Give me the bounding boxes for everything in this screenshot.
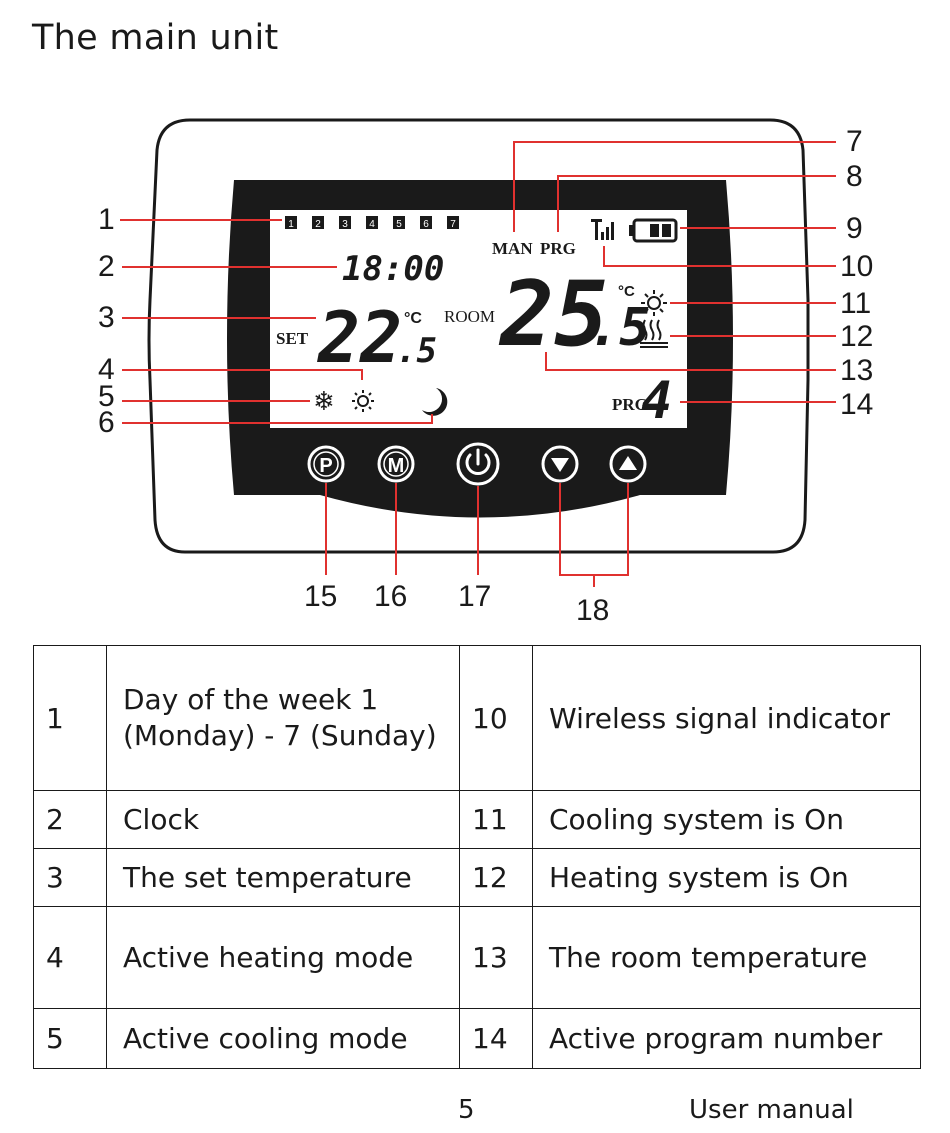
signal-icon [591, 219, 614, 240]
callout-9: 9 [846, 212, 863, 245]
table-row: 2 Clock 11 Cooling system is On [33, 790, 921, 849]
p-button-icon: P [319, 455, 332, 477]
callout-11: 11 [840, 287, 871, 320]
program-number: 4 [641, 371, 672, 431]
callout-6: 6 [98, 406, 115, 439]
legend-description: Clock [106, 790, 460, 849]
day-1: 1 [288, 219, 294, 230]
battery-icon [629, 218, 678, 243]
prg-small-label: PRG [612, 395, 648, 414]
prg-indicator: PRG [540, 239, 576, 258]
callout-numbers: 1 2 3 4 5 6 7 8 9 10 11 12 13 14 15 16 1… [98, 125, 873, 627]
legend-number: 13 [459, 906, 533, 1009]
callout-16: 16 [374, 580, 407, 613]
power-button[interactable] [456, 442, 500, 486]
thermostat-diagram: 1 2 3 4 5 6 7 MAN PRG 18:00 SET 22 .5 °C… [98, 118, 873, 627]
legend-description: Active program number [532, 1008, 921, 1069]
legend-number: 11 [459, 790, 533, 849]
callout-3: 3 [98, 301, 115, 334]
legend-number: 10 [459, 645, 533, 791]
set-label: SET [276, 329, 309, 348]
day-indicators: 1 2 3 4 5 6 7 [285, 216, 459, 230]
page-number: 5 [458, 1095, 475, 1125]
legend-description: Day of the week 1 (Monday) - 7 (Sunday) [106, 645, 460, 791]
down-arrow-icon [551, 458, 569, 472]
day-6: 6 [423, 219, 429, 230]
room-unit: °C [618, 283, 635, 300]
legend-description: Active heating mode [106, 906, 460, 1009]
callout-14: 14 [840, 388, 873, 421]
legend-number: 14 [459, 1008, 533, 1069]
set-temp-integer: 22 [317, 297, 402, 379]
legend-description: The set temperature [106, 848, 460, 907]
set-temp-decimal: .5 [396, 331, 437, 371]
table-row: 1 Day of the week 1 (Monday) - 7 (Sunday… [33, 645, 921, 791]
callout-15: 15 [304, 580, 337, 613]
clock-display: 18:00 [342, 249, 444, 289]
legend-number: 1 [33, 645, 107, 791]
table-row: 3 The set temperature 12 Heating system … [33, 848, 921, 907]
day-5: 5 [396, 219, 402, 230]
day-4: 4 [369, 219, 375, 230]
callout-7: 7 [846, 125, 863, 158]
callout-17: 17 [458, 580, 491, 613]
room-label: ROOM [444, 307, 495, 326]
legend-number: 4 [33, 906, 107, 1009]
p-button[interactable]: P [307, 445, 345, 483]
legend-number: 2 [33, 790, 107, 849]
table-row: 5 Active cooling mode 14 Active program … [33, 1008, 921, 1069]
moon-icon [422, 388, 448, 416]
m-button-icon: M [388, 455, 405, 477]
callout-2: 2 [98, 250, 115, 283]
callout-10: 10 [840, 250, 873, 283]
page-title: The main unit [32, 18, 279, 58]
sun-icon [641, 290, 667, 316]
heating-mode-sun-icon [352, 390, 374, 412]
day-3: 3 [342, 219, 348, 230]
footer-label: User manual [689, 1095, 854, 1125]
day-2: 2 [315, 219, 321, 230]
callout-18: 18 [576, 594, 609, 627]
room-temp-decimal: .5 [588, 298, 651, 358]
callout-lines [120, 141, 836, 587]
legend-table: 1 Day of the week 1 (Monday) - 7 (Sunday… [33, 645, 921, 1069]
callout-5: 5 [98, 380, 115, 413]
legend-description: The room temperature [532, 906, 921, 1009]
legend-number: 12 [459, 848, 533, 907]
legend-number: 3 [33, 848, 107, 907]
up-button[interactable] [609, 445, 647, 483]
m-button[interactable]: M [377, 445, 415, 483]
snowflake-icon: ❄ [313, 386, 335, 416]
table-row: 4 Active heating mode 13 The room temper… [33, 906, 921, 1009]
callout-8: 8 [846, 160, 863, 193]
legend-description: Heating system is On [532, 848, 921, 907]
legend-number: 5 [33, 1008, 107, 1069]
callout-1: 1 [98, 203, 115, 236]
set-unit: °C [404, 310, 422, 327]
man-indicator: MAN [492, 239, 533, 258]
room-temp-integer: 25 [498, 262, 608, 367]
day-7: 7 [450, 219, 456, 230]
legend-description: Active cooling mode [106, 1008, 460, 1069]
lcd-screen [270, 210, 687, 428]
callout-12: 12 [840, 320, 873, 353]
up-arrow-icon [619, 456, 637, 470]
power-icon [465, 448, 491, 475]
heating-icon [640, 319, 668, 348]
legend-description: Wireless signal indicator [532, 645, 921, 791]
down-button[interactable] [541, 445, 579, 483]
legend-description: Cooling system is On [532, 790, 921, 849]
callout-13: 13 [840, 354, 873, 387]
callout-4: 4 [98, 353, 115, 386]
